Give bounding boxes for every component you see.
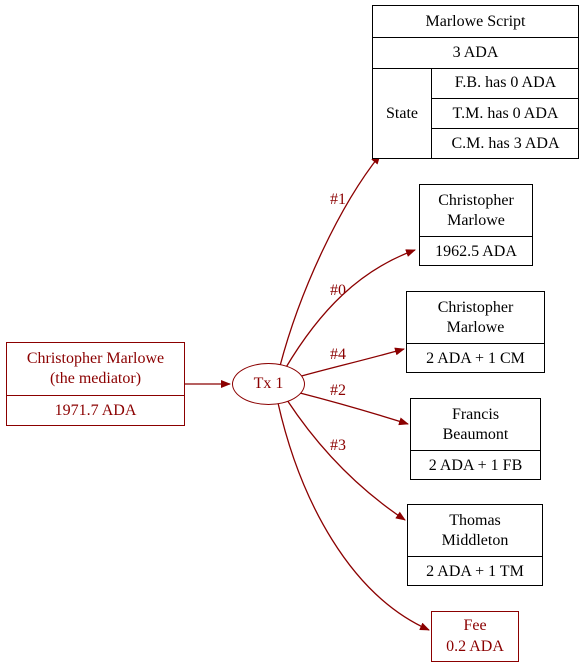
fee-node: Fee 0.2 ADA xyxy=(431,611,519,662)
output-amount: 2 ADA + 1 FB xyxy=(411,450,540,480)
mediator-amount: 1971.7 ADA xyxy=(7,395,184,426)
tx-node: Tx 1 xyxy=(232,363,305,405)
script-node: Marlowe Script 3 ADA State F.B. has 0 AD… xyxy=(372,5,579,159)
fee-amount: 0.2 ADA xyxy=(446,638,504,655)
edge-label: #2 xyxy=(330,382,346,399)
script-title: Marlowe Script xyxy=(425,12,526,30)
edge-label: #3 xyxy=(330,437,346,454)
script-state-area xyxy=(373,68,578,159)
mediator-name: Christopher Marlowe (the mediator) xyxy=(26,350,165,387)
fee-label: Fee xyxy=(463,617,487,634)
edge-tx-to-script xyxy=(279,154,381,367)
script-state-row: F.B. has 0 ADA xyxy=(454,74,557,91)
tx-label: Tx 1 xyxy=(253,375,284,392)
output-name: Francis Beaumont xyxy=(442,405,509,443)
output-node: Thomas Middleton 2 ADA + 1 TM xyxy=(407,504,543,586)
script-state-row: C.M. has 3 ADA xyxy=(432,128,579,159)
edge-tx-to-output-1 xyxy=(297,347,405,378)
output-node: Christopher Marlowe 1962.5 ADA xyxy=(419,184,533,266)
output-amount: 1962.5 ADA xyxy=(420,236,532,266)
output-amount: 2 ADA + 1 CM xyxy=(407,343,544,373)
edge-tx-to-output-2 xyxy=(299,392,409,426)
mediator-node: Christopher Marlowe (the mediator) 1971.… xyxy=(6,342,185,426)
output-name: Christopher Marlowe xyxy=(437,298,514,336)
script-state-label: State xyxy=(373,68,432,159)
output-node: Francis Beaumont 2 ADA + 1 FB xyxy=(410,398,541,480)
edge-tx-to-output-3 xyxy=(286,399,406,521)
edge-tx-to-output-0 xyxy=(284,249,416,370)
edge-label: #0 xyxy=(330,282,346,299)
edge-tx-to-fee xyxy=(277,402,430,631)
script-state-row: T.M. has 0 ADA xyxy=(432,98,579,128)
output-amount: 2 ADA + 1 TM xyxy=(408,556,542,586)
script-amount: 3 ADA xyxy=(373,37,578,68)
edge-label: #4 xyxy=(330,346,346,363)
output-node: Christopher Marlowe 2 ADA + 1 CM xyxy=(406,291,545,373)
output-name: Christopher Marlowe xyxy=(438,191,514,229)
edge-label: #1 xyxy=(330,191,346,208)
output-name: Thomas Middleton xyxy=(441,511,509,549)
